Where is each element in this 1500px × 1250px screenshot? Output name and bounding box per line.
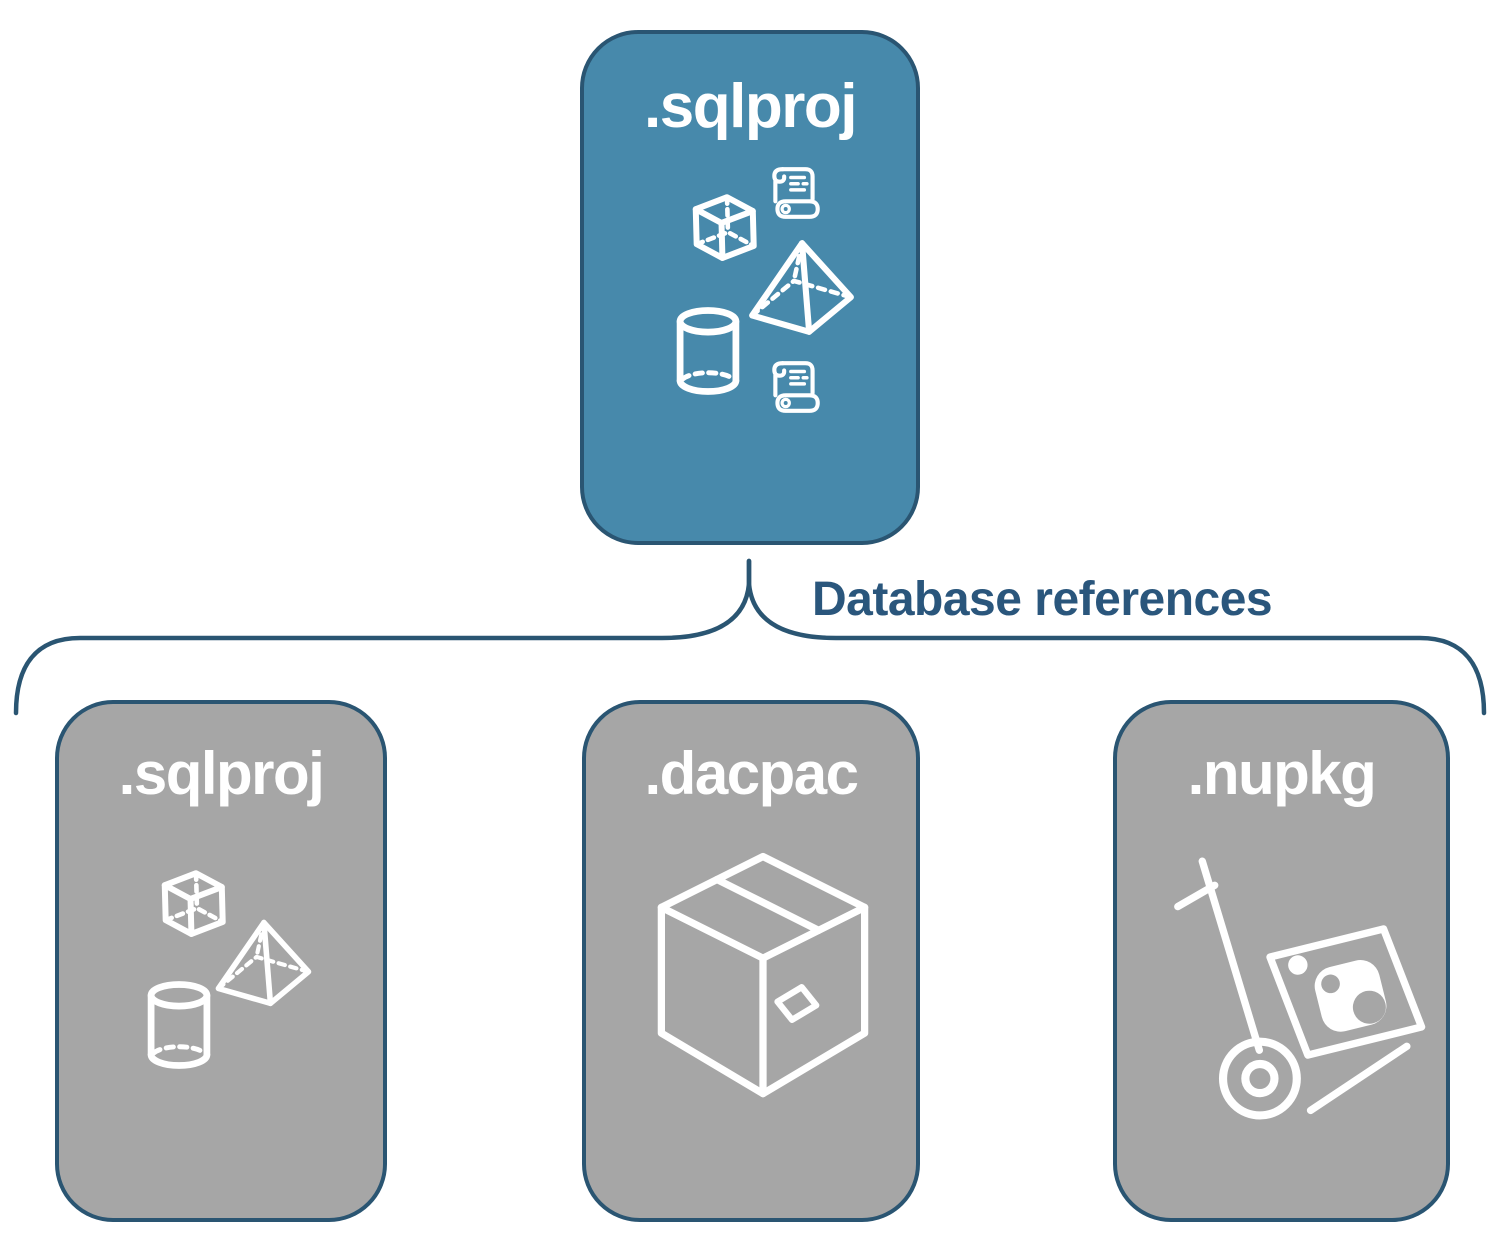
root-card-sqlproj: .sqlproj (580, 30, 920, 545)
root-card-title: .sqlproj (644, 72, 857, 141)
cylinder-icon (672, 306, 744, 396)
reference-card-title: .dacpac (644, 740, 859, 807)
nuget-handtruck-icon (1172, 856, 1434, 1128)
pyramid-icon (211, 916, 315, 1009)
reference-card-nupkg: .nupkg (1113, 700, 1450, 1222)
scroll-icon (764, 162, 826, 224)
reference-card-sqlproj: .sqlproj (55, 700, 387, 1222)
cylinder-icon (143, 980, 215, 1070)
pyramid-icon (744, 236, 858, 338)
package-icon (642, 842, 884, 1113)
reference-card-title: .sqlproj (118, 740, 325, 807)
reference-card-title: .nupkg (1187, 740, 1377, 807)
database-references-label: Database references (812, 573, 1273, 626)
reference-card-dacpac: .dacpac (582, 700, 920, 1222)
scroll-icon (764, 356, 826, 418)
